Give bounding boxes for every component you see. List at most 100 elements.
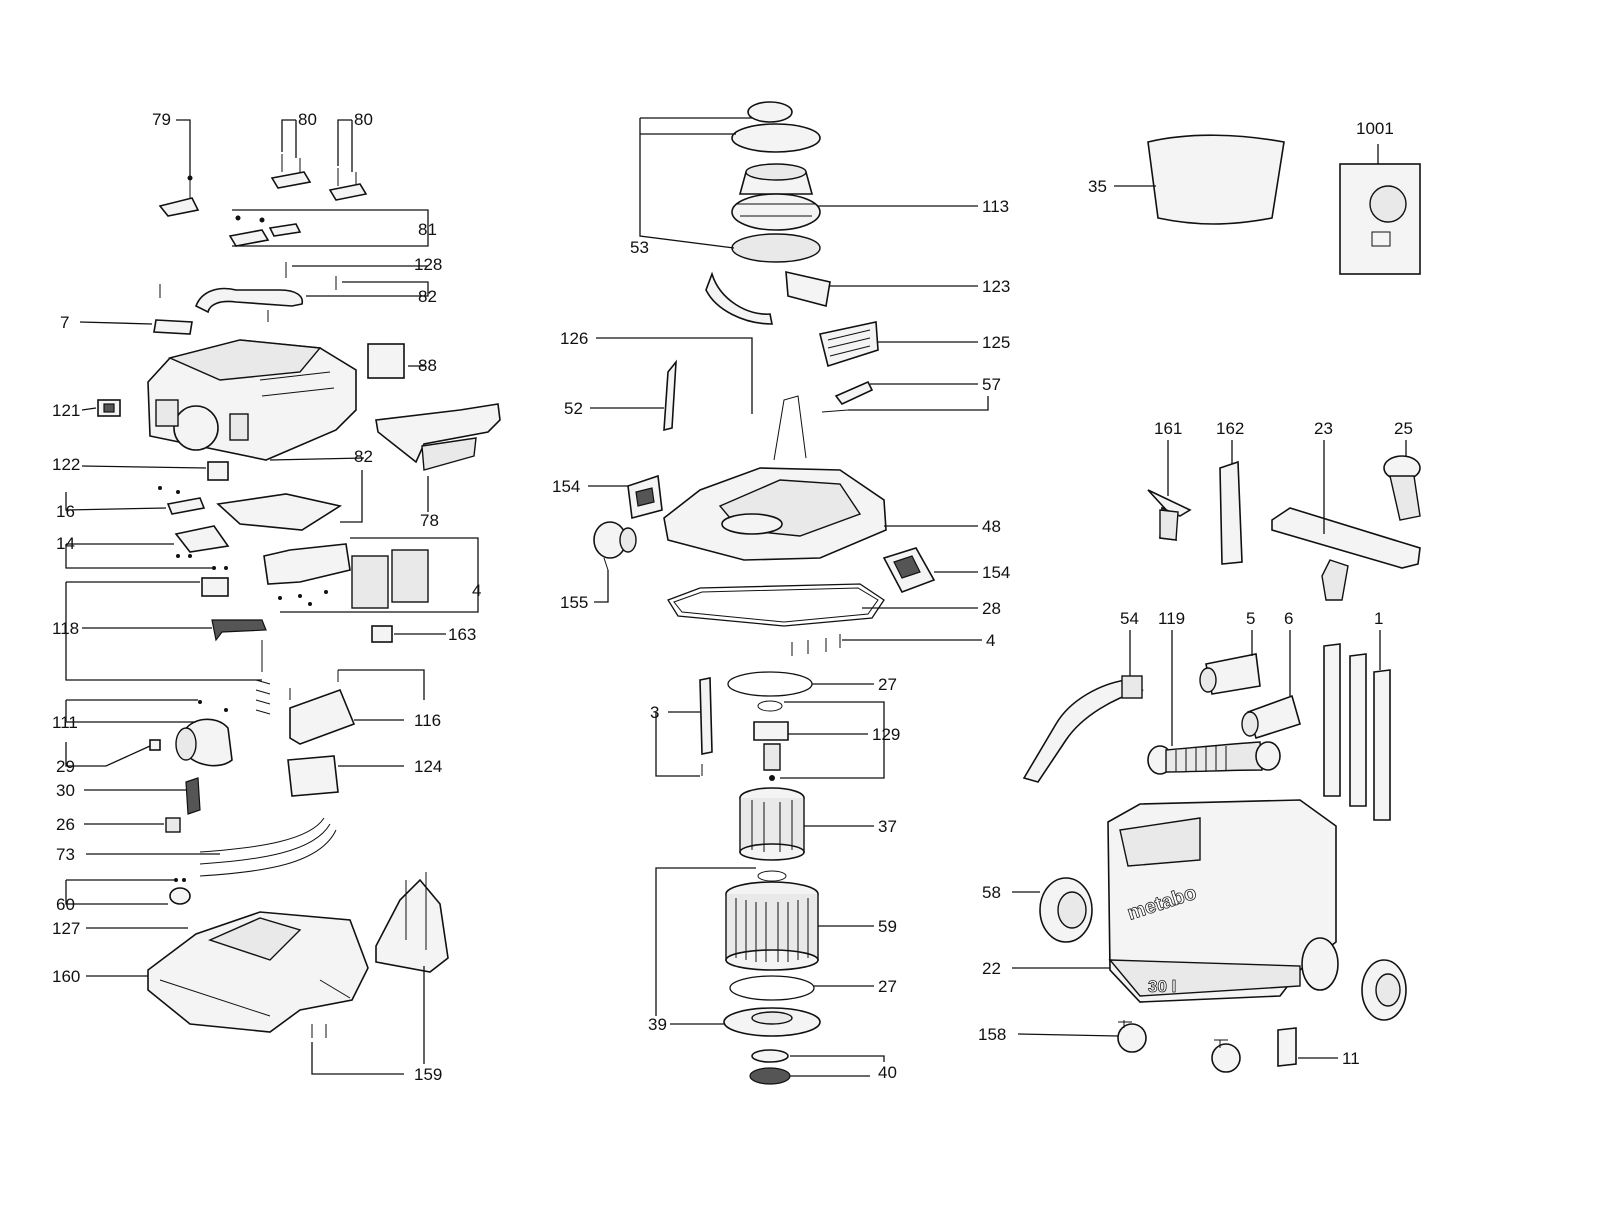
part-16-pcb bbox=[158, 486, 206, 515]
part-37-cage bbox=[739, 787, 805, 861]
callout-88: 88 bbox=[418, 356, 437, 375]
part-58-wheel bbox=[1039, 877, 1093, 943]
callout-23: 23 bbox=[1314, 419, 1333, 438]
part-163-label bbox=[371, 625, 393, 643]
callout-125: 125 bbox=[982, 333, 1010, 352]
part-52-clip-left bbox=[663, 359, 677, 432]
part-board-plate bbox=[216, 493, 343, 531]
callout-54: 54 bbox=[1120, 609, 1139, 628]
callout-113: 113 bbox=[982, 197, 1009, 216]
callout-73: 73 bbox=[56, 845, 75, 864]
part-48-lid bbox=[663, 467, 887, 561]
part-158-caster bbox=[1117, 1020, 1241, 1073]
callout-162: 162 bbox=[1216, 419, 1244, 438]
part-30-pcb bbox=[185, 777, 201, 815]
part-wheel-mounted bbox=[1301, 937, 1407, 1021]
callout-22: 22 bbox=[982, 959, 1001, 978]
callout-60: 60 bbox=[56, 895, 75, 914]
callout-25: 25 bbox=[1394, 419, 1413, 438]
callout-27b: 27 bbox=[878, 977, 897, 996]
part-35-bag bbox=[1147, 134, 1285, 225]
callout-111: 111 bbox=[52, 713, 78, 732]
callout-80a: 80 bbox=[298, 110, 317, 129]
part-78-cover bbox=[375, 403, 501, 471]
callout-160: 160 bbox=[52, 967, 80, 986]
callout-124: 124 bbox=[414, 757, 442, 776]
part-39-plate bbox=[723, 1007, 821, 1037]
callout-7: 7 bbox=[60, 313, 69, 332]
callout-78: 78 bbox=[420, 511, 439, 530]
part-129-float bbox=[753, 700, 789, 781]
part-125-grille bbox=[819, 321, 879, 368]
callout-14: 14 bbox=[56, 534, 75, 553]
part-26-block bbox=[165, 817, 181, 833]
callout-1: 1 bbox=[1374, 609, 1383, 628]
callout-154a: 154 bbox=[552, 477, 580, 496]
callout-79: 79 bbox=[152, 110, 171, 129]
callout-80b: 80 bbox=[354, 110, 373, 129]
callout-163: 163 bbox=[448, 625, 476, 644]
part-159-frame bbox=[311, 872, 449, 1038]
callout-82b: 82 bbox=[354, 447, 373, 466]
callout-155: 155 bbox=[560, 593, 588, 612]
part-121-switch bbox=[97, 399, 121, 417]
callout-159: 159 bbox=[414, 1065, 442, 1084]
callout-52: 52 bbox=[564, 399, 583, 418]
part-54-handle bbox=[1022, 675, 1144, 783]
part-82-handle bbox=[159, 262, 337, 322]
callout-26: 26 bbox=[56, 815, 75, 834]
part-154-flap-left bbox=[627, 474, 663, 520]
callout-6: 6 bbox=[1284, 609, 1293, 628]
part-119-hose bbox=[1147, 741, 1281, 775]
part-14-bracket bbox=[174, 525, 230, 570]
part-28-gasket bbox=[667, 583, 885, 627]
callout-11: 11 bbox=[1342, 1049, 1360, 1068]
leader-lines bbox=[65, 117, 1407, 1077]
part-40-nut bbox=[749, 1049, 791, 1085]
part-113-motor bbox=[731, 163, 821, 231]
callout-116: 116 bbox=[414, 711, 441, 730]
callout-5: 5 bbox=[1246, 609, 1255, 628]
callout-128: 128 bbox=[414, 255, 442, 274]
part-29-sensor bbox=[149, 739, 161, 751]
capacity-mark: 30 l bbox=[1148, 977, 1176, 996]
callout-58: 58 bbox=[982, 883, 1001, 902]
callout-57: 57 bbox=[982, 375, 1001, 394]
part-155-valve bbox=[593, 521, 637, 571]
part-5-adapter bbox=[1199, 653, 1261, 695]
callout-123: 123 bbox=[982, 277, 1010, 296]
part-4-screws bbox=[791, 634, 841, 656]
callout-48: 48 bbox=[982, 517, 1001, 536]
part-53-rings bbox=[731, 101, 821, 263]
part-154-flap-right bbox=[882, 547, 936, 593]
part-22-container: metabo 30 l bbox=[1107, 799, 1337, 1003]
part-1001-bag-pack bbox=[1339, 163, 1421, 275]
part-161-nozzle bbox=[1147, 489, 1192, 541]
part-59-filter bbox=[725, 870, 819, 971]
callout-81: 81 bbox=[418, 220, 437, 239]
part-116-panel bbox=[289, 670, 356, 745]
callout-3: 3 bbox=[650, 703, 659, 722]
part-11-label bbox=[1277, 1027, 1297, 1067]
part-162-crevice bbox=[1219, 460, 1243, 565]
callout-161: 161 bbox=[1154, 419, 1182, 438]
part-6-adapter bbox=[1241, 694, 1301, 740]
part-79-clip bbox=[158, 175, 200, 217]
part-52-clip-right bbox=[773, 395, 807, 461]
callout-122: 122 bbox=[52, 455, 80, 474]
part-80-clip-b bbox=[328, 168, 368, 201]
callout-129: 129 bbox=[872, 725, 900, 744]
part-80-clip-a bbox=[270, 154, 312, 189]
part-27-seal-top bbox=[727, 671, 813, 697]
part-124-foam bbox=[287, 755, 339, 797]
part-23-floor-tool bbox=[1271, 507, 1421, 601]
callout-4b: 4 bbox=[986, 631, 995, 650]
callout-29: 29 bbox=[56, 757, 75, 776]
part-4-socket-frame bbox=[263, 543, 429, 609]
callout-127: 127 bbox=[52, 919, 80, 938]
callout-119: 119 bbox=[1158, 609, 1185, 628]
callout-118: 118 bbox=[52, 619, 79, 638]
callout-37: 37 bbox=[878, 817, 897, 836]
callout-40: 40 bbox=[878, 1063, 897, 1082]
